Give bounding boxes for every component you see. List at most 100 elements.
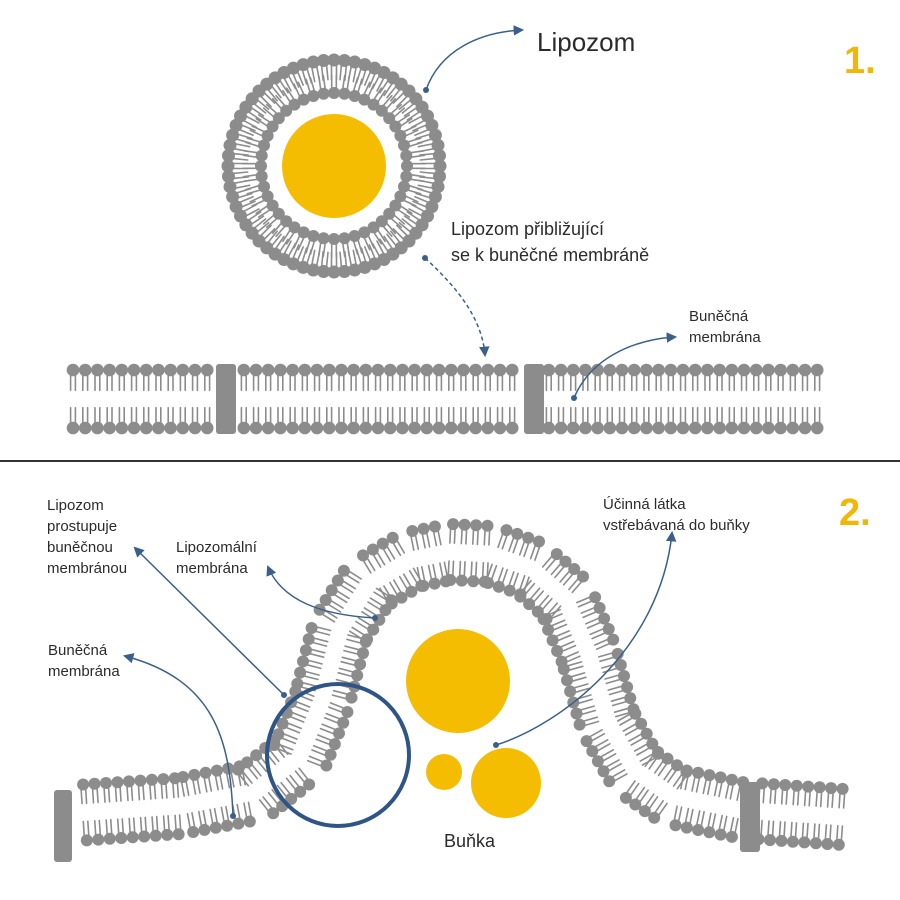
phospholipid <box>367 87 386 111</box>
phospholipid <box>88 777 101 804</box>
phospholipid <box>406 525 420 551</box>
phospholipid <box>400 170 426 183</box>
phospholipid <box>653 752 674 777</box>
phospholipid <box>245 180 270 195</box>
phospholipid <box>103 818 116 845</box>
active-substance-large <box>406 629 510 733</box>
phospholipid <box>134 774 147 801</box>
phospholipid <box>680 807 694 834</box>
arrow-dot <box>281 692 287 698</box>
penetrates-arrow <box>133 546 285 696</box>
phospholipid <box>262 103 285 125</box>
phospholipid <box>427 563 441 590</box>
phospholipid <box>328 74 340 99</box>
phospholipid <box>274 363 287 392</box>
phospholipid <box>444 560 457 586</box>
phospholipid <box>355 616 380 636</box>
phospholipid <box>444 363 458 392</box>
phospholipid <box>337 667 364 682</box>
phospholipid <box>237 406 251 435</box>
liposome <box>221 53 447 279</box>
phospholipid <box>188 768 201 795</box>
phospholipid <box>550 555 572 579</box>
phospholipid <box>242 160 267 172</box>
phospholipid <box>467 561 480 588</box>
phospholipid <box>298 406 312 435</box>
phospholipid <box>648 799 668 824</box>
phospholipid <box>676 406 690 435</box>
phospholipid <box>286 406 299 435</box>
phospholipid <box>593 633 620 651</box>
phospholipid <box>188 406 202 435</box>
phospholipid <box>688 363 702 392</box>
phospholipid <box>580 728 606 748</box>
phospholipid <box>161 814 174 841</box>
phospholipid <box>420 363 434 392</box>
phospholipid <box>249 406 263 435</box>
phospholipid <box>358 81 375 106</box>
phospholipid <box>232 763 253 787</box>
phospholipid <box>398 573 418 598</box>
phospholipid <box>420 406 434 435</box>
highlight-ring <box>265 682 411 828</box>
phospholipid <box>503 571 519 597</box>
penetrates-label: Lipozom prostupuje buněčnou membránou <box>47 497 128 577</box>
phospholipid <box>282 87 301 111</box>
phospholipid <box>188 363 202 392</box>
phospholipid <box>764 820 776 847</box>
phospholipid <box>299 644 326 659</box>
phospholipid <box>432 406 446 435</box>
phospholipid <box>825 782 838 809</box>
phospholipid <box>546 630 572 647</box>
phospholipid <box>408 406 421 435</box>
phospholipid <box>447 518 460 545</box>
phospholipid <box>505 406 519 435</box>
phospholipid <box>317 54 331 81</box>
phospholipid <box>607 681 634 696</box>
phospholipid <box>249 190 274 207</box>
phospholipid <box>92 819 105 846</box>
phospholipid <box>692 810 705 836</box>
approach-label: Lipozom přibližující se k buněčné membrá… <box>451 219 650 265</box>
phospholipid <box>149 815 162 842</box>
phospholipid <box>622 717 648 736</box>
phospholipid <box>78 363 92 392</box>
phospholipid <box>802 780 815 807</box>
phospholipid <box>703 812 717 839</box>
phospholipid <box>691 766 705 793</box>
phospholipid <box>389 114 413 133</box>
phospholipid <box>157 773 170 800</box>
phospholipid <box>542 619 568 636</box>
phospholipid <box>252 84 276 108</box>
phospholipid <box>172 814 185 841</box>
phospholipid <box>164 363 177 392</box>
phospholipid <box>416 565 430 592</box>
phospholipid <box>518 531 535 558</box>
phospholipid <box>91 363 104 392</box>
phospholipid <box>66 406 80 435</box>
phospholipid <box>505 363 519 392</box>
phospholipid <box>328 233 340 258</box>
phospholipid <box>328 702 354 718</box>
phospholipid <box>229 196 256 214</box>
phospholipid <box>389 579 408 604</box>
phospholipid <box>832 824 845 851</box>
phospholipid <box>615 406 629 435</box>
phospholipid <box>243 801 256 828</box>
phospholipid <box>152 363 165 392</box>
phospholipid <box>241 756 262 780</box>
phospholipid <box>261 406 275 435</box>
phospholipid <box>508 527 524 554</box>
phospholipid <box>375 94 397 117</box>
phospholipid <box>679 764 693 791</box>
phospholipid <box>701 363 714 392</box>
phospholipid <box>640 406 653 435</box>
phospholipid <box>810 363 824 392</box>
phospholipid <box>262 207 285 229</box>
phospholipid <box>323 712 350 729</box>
phospholipid <box>327 53 341 81</box>
phospholipid <box>242 170 268 183</box>
phospholipid <box>221 159 249 173</box>
phospholipid <box>359 363 373 392</box>
phospholipid <box>417 179 445 194</box>
